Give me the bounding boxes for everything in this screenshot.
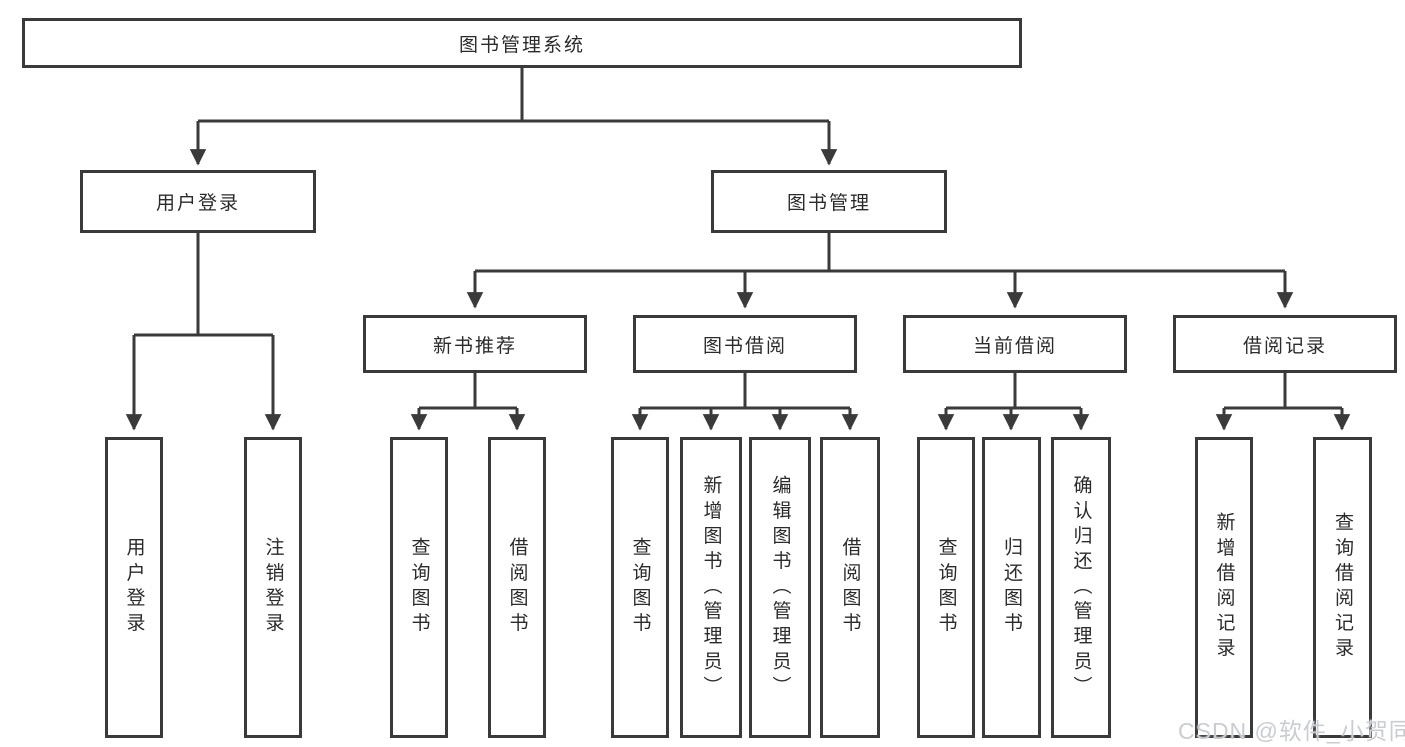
node-book-borrow: 图书借阅 [633,315,857,373]
node-borrow-records: 借阅记录 [1173,315,1397,373]
leaf-records-add: 新增借阅记录 [1195,437,1253,738]
leaf-borrow-add-admin: 新增图书（管理员） [680,437,742,738]
node-current-borrow: 当前借阅 [903,315,1127,373]
node-root: 图书管理系统 [22,18,1022,68]
leaf-newbooks-borrow: 借阅图书 [488,437,546,738]
node-user-login: 用户登录 [80,170,316,233]
node-book-mgmt: 图书管理 [711,170,947,233]
leaf-records-query: 查询借阅记录 [1313,437,1372,738]
node-new-books: 新书推荐 [363,315,587,373]
leaf-logout: 注销登录 [244,437,302,738]
leaf-borrow-edit-admin: 编辑图书（管理员） [749,437,811,738]
leaf-newbooks-query: 查询图书 [390,437,448,738]
leaf-current-query: 查询图书 [917,437,975,738]
leaf-borrow-query: 查询图书 [611,437,669,738]
leaf-current-confirm-admin: 确认归还（管理员） [1051,437,1111,738]
leaf-borrow-borrow: 借阅图书 [820,437,880,738]
leaf-user-login: 用户登录 [105,437,163,738]
csdn-watermark: CSDN @软件_小贺同学 [1178,718,1405,744]
leaf-current-return: 归还图书 [982,437,1041,738]
